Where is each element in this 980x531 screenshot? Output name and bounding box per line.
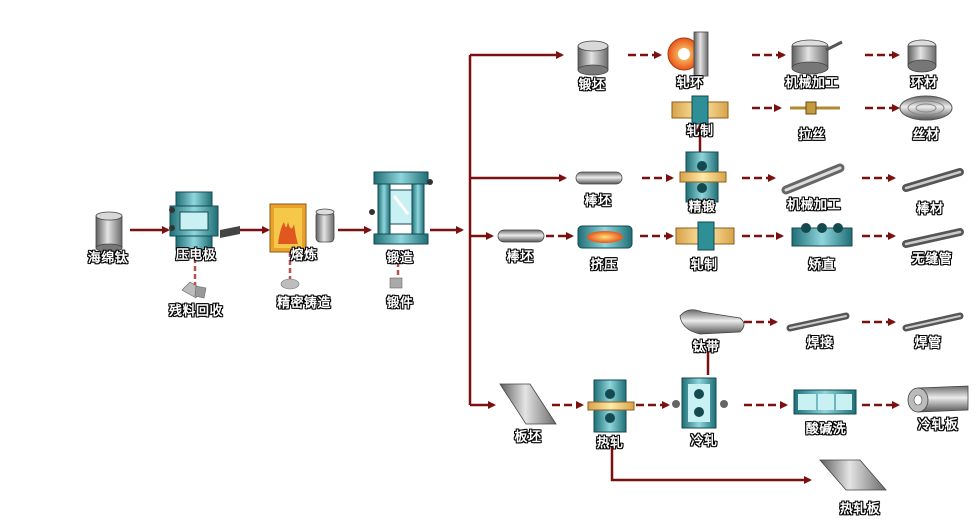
label-scrap-recycle: 残料回收 [168,304,224,319]
arrow-hotroll-hotplate [610,440,812,484]
welding-tube-icon [786,312,850,332]
label-precision-forging: 精锻 [688,200,716,215]
bar-billet-lower-icon [497,229,545,243]
hot-rolling-mill-icon [587,379,635,433]
label-cold-rolling: 冷轧 [690,434,718,449]
label-welded-tube: 焊管 [914,336,942,351]
forging-part-icon [389,277,403,289]
label-melting: 熔炼 [290,248,318,263]
hot-rolled-plate-icon [819,459,887,491]
ring-product-icon [907,39,937,73]
extrusion-die-icon [577,225,633,249]
label-forgings: 锻件 [386,296,414,311]
label-wire-drawing: 拉丝 [798,128,826,143]
sponge-titanium-drum-icon [95,211,123,253]
label-rolling-upper: 轧制 [686,124,714,139]
label-titanium-strip: 钛带 [692,340,720,355]
label-wire-product: 丝材 [912,128,940,143]
straightening-machine-icon [791,223,853,247]
label-ring-rolling: 轧环 [676,76,704,91]
seamless-tube-icon [902,228,964,248]
flow-arrows [130,51,900,484]
label-machining-bar: 机械加工 [786,198,842,213]
cold-rolling-mill-icon [672,377,728,429]
label-precision-casting: 精密铸造 [276,296,332,311]
rolling-mill-lower-icon [675,221,735,251]
scrap-pieces-icon [181,281,207,299]
titanium-strip-icon [679,309,745,335]
label-hot-rolled-plate: 热轧板 [839,502,881,517]
bar-machining-icon [781,163,845,195]
slab-plate-icon [499,383,557,425]
welded-tube-icon [902,312,964,332]
label-bar-product: 棒材 [916,202,944,217]
label-seamless-tube: 无缝管 [911,252,953,267]
wire-coil-icon [899,95,953,121]
bar-billet-upper-icon [575,171,623,185]
label-forged-billet: 锻坯 [578,78,606,93]
label-forging: 锻造 [386,251,414,266]
label-bar-billet-upper: 棒坯 [584,194,612,209]
label-pickling: 酸碱洗 [805,422,847,437]
label-cold-rolled-plate: 冷轧板 [917,418,959,433]
label-slab: 板坯 [514,430,542,445]
forging-press-icon [369,171,433,245]
label-straightening: 矫直 [808,258,836,273]
label-sponge-titanium: 海绵钛 [87,251,129,266]
forged-billet-icon [577,40,609,76]
ring-rolling-icon [667,31,709,77]
label-rolling-lower: 轧制 [690,258,718,273]
label-extrusion: 挤压 [590,258,618,273]
bar-product-icon [902,168,964,192]
label-electrode-press: 压电极 [175,248,217,263]
ring-machining-icon [791,39,843,75]
wire-drawing-icon [790,101,840,115]
label-bar-billet-lower: 棒坯 [506,250,534,265]
electrode-press-machine-icon [169,191,240,251]
casting-part-icon [280,278,300,290]
label-ring-product: 环材 [910,76,938,91]
precision-forging-icon [679,151,727,203]
cold-rolled-coil-icon [907,385,969,413]
label-welding: 焊接 [806,336,834,351]
pickling-tank-icon [793,389,857,415]
melting-furnace-icon [269,203,335,253]
rolling-mill-upper-icon [671,95,729,125]
label-hot-rolling: 热轧 [596,436,624,451]
label-machining-ring: 机械加工 [784,76,840,91]
